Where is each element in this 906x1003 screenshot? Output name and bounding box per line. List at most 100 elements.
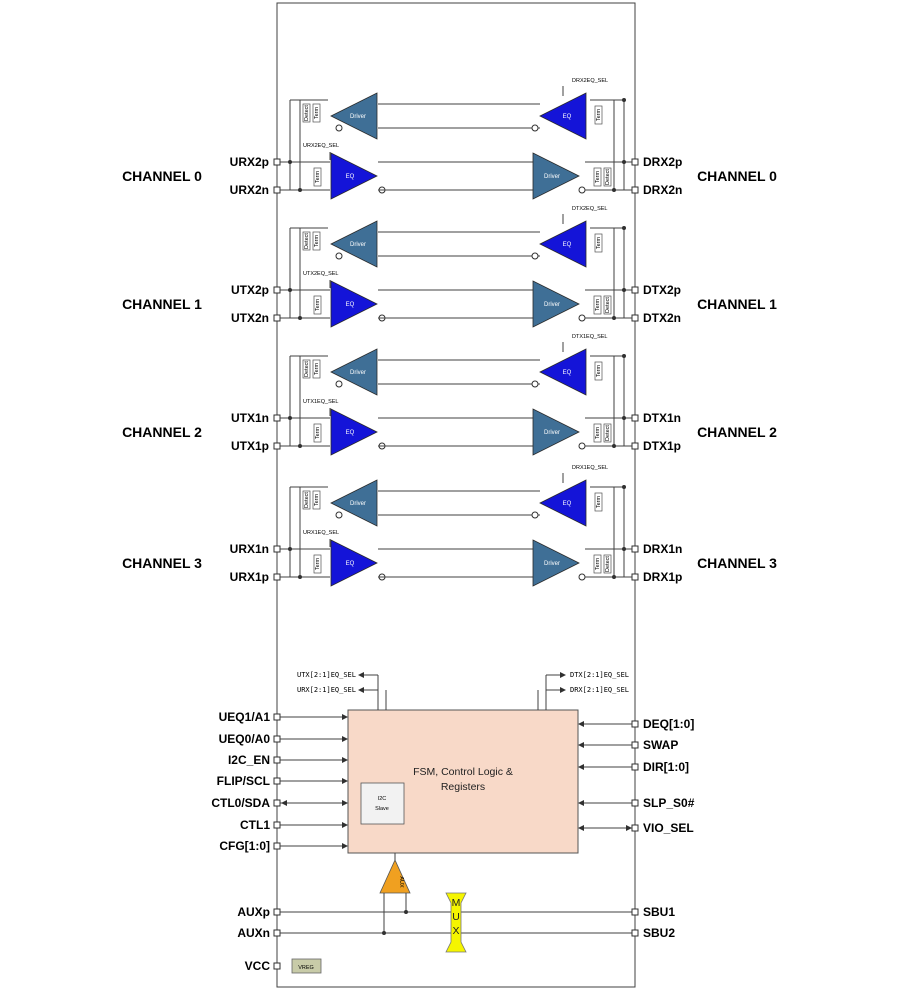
arrow-head bbox=[342, 800, 348, 806]
junction-dot bbox=[298, 444, 302, 448]
pin-label-left-bottom: URX2n bbox=[230, 183, 269, 197]
eq-left-bottom-shape bbox=[330, 280, 378, 328]
junction-dot bbox=[622, 485, 626, 489]
inverter-bubble bbox=[335, 511, 343, 519]
left-term-bottom-resistor bbox=[313, 423, 322, 443]
pin-label-left-bottom: URX1p bbox=[230, 570, 269, 584]
driver-left-top: Driver bbox=[330, 92, 378, 140]
right-term-top-resistor-label: Term bbox=[596, 236, 602, 249]
control-pin-right-box bbox=[631, 824, 639, 832]
left-term-top-resistor-label: Detect bbox=[304, 105, 310, 121]
left-term-top-resistor-label: Detect bbox=[304, 361, 310, 377]
i2c-slave-block bbox=[360, 782, 405, 825]
pin-label-right-top: DTX1n bbox=[643, 411, 681, 425]
eq-right-top: EQ bbox=[539, 220, 587, 268]
driver-right-bottom-label: Driver bbox=[544, 430, 560, 436]
pin-box-right bbox=[631, 414, 639, 422]
left-eq-sel-label: UTX2EQ_SEL bbox=[303, 271, 338, 277]
pin-box-right bbox=[631, 158, 639, 166]
control-pin-left-label: CTL0/SDA bbox=[211, 796, 270, 810]
control-pin-left-label: FLIP/SCL bbox=[217, 774, 270, 788]
left-term-top-resistor-label: Detect bbox=[304, 233, 310, 249]
channel-label-right: CHANNEL 0 bbox=[697, 168, 777, 184]
control-pin-left-box bbox=[273, 713, 281, 721]
pin-label-right-top: DRX2p bbox=[643, 155, 682, 169]
arrow-head bbox=[342, 778, 348, 784]
control-pin-right-label: SWAP bbox=[643, 738, 678, 752]
junction-dot bbox=[622, 354, 626, 358]
right-term-bottom-resistor bbox=[603, 423, 612, 443]
right-term-top-resistor-label: Term bbox=[596, 108, 602, 121]
driver-left-top: Driver bbox=[330, 220, 378, 268]
i2c-label-line2: Slave bbox=[375, 806, 389, 812]
top-eq-sel-label: DRX1EQ_SEL bbox=[572, 465, 608, 471]
control-pin-right-box bbox=[631, 720, 639, 728]
junction-dot bbox=[612, 444, 616, 448]
sbu-pin-label: SBU2 bbox=[643, 926, 675, 940]
top-eq-sel-label: DRX2EQ_SEL bbox=[572, 78, 608, 84]
control-pin-left-box bbox=[273, 821, 281, 829]
arrow-head bbox=[578, 764, 584, 770]
arrow-head bbox=[560, 687, 566, 693]
driver-right-bottom-label: Driver bbox=[544, 174, 560, 180]
junction-dot bbox=[298, 575, 302, 579]
pin-box-right bbox=[631, 545, 639, 553]
junction-dot bbox=[612, 316, 616, 320]
junction-dot bbox=[622, 288, 626, 292]
arrow-head bbox=[342, 757, 348, 763]
inverter-bubble bbox=[578, 573, 586, 581]
junction-dot bbox=[298, 188, 302, 192]
i2c-label-line1: I2C bbox=[378, 796, 387, 802]
right-term-bottom-resistor-label: Detect bbox=[605, 425, 611, 441]
driver-right-bottom-label: Driver bbox=[544, 302, 560, 308]
left-term-top: Detect Term bbox=[302, 359, 321, 379]
driver-right-bottom: Driver bbox=[532, 539, 580, 587]
right-term-bottom-resistor-label: Detect bbox=[605, 169, 611, 185]
eq-right-top-shape bbox=[539, 92, 587, 140]
eq-right-top-label: EQ bbox=[563, 242, 572, 248]
aux-pin-box bbox=[273, 908, 281, 916]
right-term-bottom-resistor-label: Detect bbox=[605, 556, 611, 572]
right-term-top-resistor-label: Term bbox=[596, 364, 602, 377]
pin-label-right-top: DRX1n bbox=[643, 542, 682, 556]
control-logic-block bbox=[347, 709, 579, 854]
left-eq-sel-label: URX1EQ_SEL bbox=[303, 530, 339, 536]
eq-right-top: EQ bbox=[539, 348, 587, 396]
left-eq-sel-label: URX2EQ_SEL bbox=[303, 143, 339, 149]
arrow-head bbox=[342, 822, 348, 828]
pin-label-right-top: DTX2p bbox=[643, 283, 681, 297]
inverter-bubble bbox=[578, 442, 586, 450]
left-term-top-resistor bbox=[302, 231, 311, 251]
right-term-top: Term bbox=[594, 361, 603, 381]
pin-label-left-bottom: UTX2n bbox=[231, 311, 269, 325]
left-term-bottom: Term bbox=[313, 554, 322, 574]
arrow-head bbox=[578, 742, 584, 748]
driver-left-top-shape bbox=[330, 92, 378, 140]
inverter-bubble bbox=[531, 380, 539, 388]
driver-left-top-label: Driver bbox=[350, 242, 366, 248]
control-group: FSM, Control Logic &RegistersI2CSlaveUTX… bbox=[211, 671, 695, 854]
right-term-top-resistor bbox=[594, 233, 603, 253]
pin-box-left bbox=[273, 186, 281, 194]
junction-dot bbox=[622, 416, 626, 420]
right-term-bottom-resistor bbox=[593, 423, 602, 443]
pin-label-left-bottom: UTX1p bbox=[231, 439, 269, 453]
control-pin-left-label: CFG[1:0] bbox=[219, 839, 270, 853]
driver-right-bottom-shape bbox=[532, 408, 580, 456]
control-pin-right-label: VIO_SEL bbox=[643, 821, 694, 835]
eq-right-top-shape bbox=[539, 348, 587, 396]
pin-label-right-bottom: DTX1p bbox=[643, 439, 681, 453]
pin-box-left bbox=[273, 573, 281, 581]
arrow-head bbox=[342, 714, 348, 720]
eq-sel-out-left: URX[2:1]EQ_SEL bbox=[297, 686, 356, 694]
channel-label-right: CHANNEL 2 bbox=[697, 424, 777, 440]
right-term-bottom-resistor bbox=[593, 295, 602, 315]
junction-dot bbox=[288, 288, 292, 292]
inverter-bubble bbox=[335, 380, 343, 388]
left-term-top-resistor-label: Term bbox=[314, 362, 320, 375]
junction-dot bbox=[612, 188, 616, 192]
driver-left-top-shape bbox=[330, 220, 378, 268]
